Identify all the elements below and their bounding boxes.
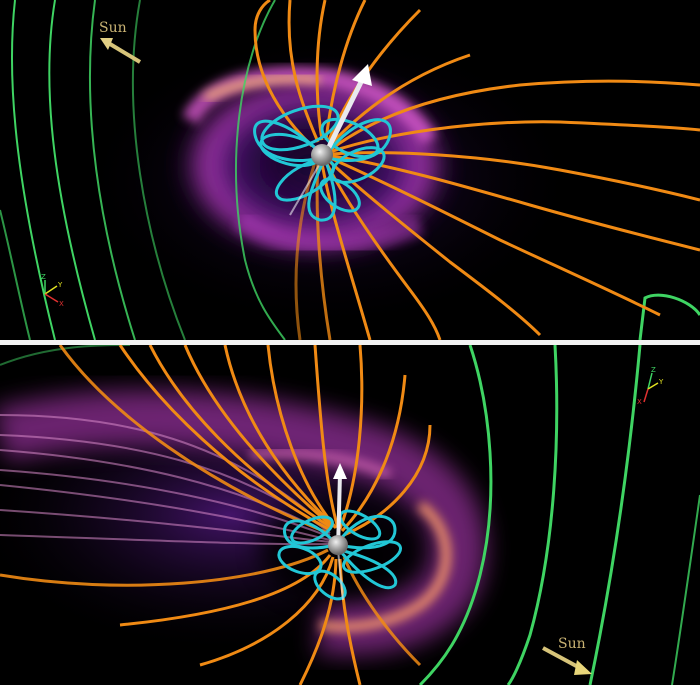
sun-arrow-icon	[100, 38, 113, 50]
open-field-lines	[0, 345, 432, 685]
dipole-arrowhead-icon	[333, 463, 347, 479]
plasma-hotspot	[319, 500, 452, 632]
bottom-visualization: Z Y X	[0, 345, 700, 685]
sun-arrow-shaft	[108, 42, 142, 64]
bow-shock-lines	[0, 345, 700, 685]
axis-y-label: Y	[658, 378, 664, 386]
axis-z-label: Z	[41, 273, 46, 281]
dipole-axis-south	[289, 159, 323, 216]
sun-label: Sun	[558, 636, 586, 652]
planet	[328, 535, 348, 555]
planet	[311, 144, 333, 166]
closed-field-loops	[277, 509, 402, 601]
dipole-arrowhead-icon	[352, 64, 372, 86]
axis-x-label: X	[637, 398, 642, 406]
sun-arrow-shaft	[542, 646, 581, 670]
axis-triad-icon: Z Y X	[41, 273, 64, 308]
top-panel: Z Y X Sun	[0, 0, 700, 340]
axis-z-label: Z	[651, 366, 656, 374]
closed-field-loops	[253, 104, 392, 222]
dipole-axis-arrow	[322, 78, 365, 157]
plasma-hotspot	[203, 75, 321, 102]
axis-y-label: Y	[57, 281, 63, 289]
bow-shock-lines	[0, 0, 700, 340]
sun-arrow-icon	[574, 660, 592, 675]
open-field-lines	[253, 0, 700, 340]
sun-label: Sun	[99, 20, 127, 36]
axis-triad-icon: Z Y X	[637, 366, 664, 406]
axis-x-label: X	[59, 300, 64, 308]
plasma-tail	[0, 390, 487, 656]
panel-divider	[0, 340, 700, 345]
dipole-axis-south	[337, 549, 344, 601]
top-visualization: Z Y X	[0, 0, 700, 340]
bottom-panel: Z Y X Sun	[0, 345, 700, 685]
